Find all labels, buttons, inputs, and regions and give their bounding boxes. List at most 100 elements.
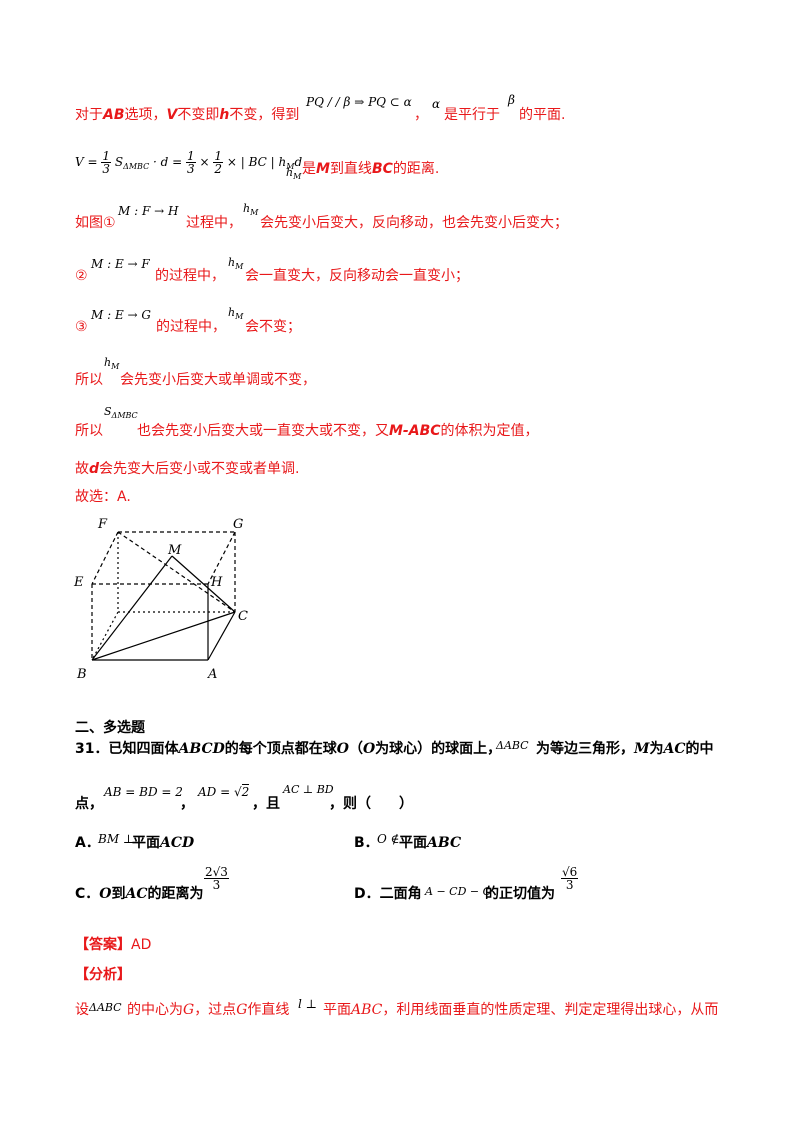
- text: M: [235, 312, 244, 321]
- edge-bc: [91, 611, 236, 661]
- text: 所以: [75, 372, 103, 388]
- text: h: [228, 256, 236, 269]
- text: 1: [213, 149, 224, 163]
- edge-gh: [207, 531, 236, 585]
- text: 的中心为: [127, 1002, 183, 1018]
- label-F: F: [97, 517, 108, 532]
- option-a-math: BM ⊥: [98, 832, 135, 846]
- text: 会先变小后变大，反向移动，也会先变小后变大；: [260, 215, 568, 231]
- option-a-text: 平面ACD: [132, 834, 194, 852]
- option-b-math: O ∉: [377, 832, 400, 846]
- text: 的过程中，: [156, 319, 226, 335]
- math-bc: BC: [371, 161, 393, 177]
- edge-mc: [171, 555, 236, 613]
- text: 不变，得到: [229, 107, 300, 123]
- option-d-math: A − CD − O: [425, 885, 492, 898]
- text: 2: [214, 162, 223, 176]
- text: 3: [565, 878, 574, 892]
- text: G: [236, 1002, 248, 1018]
- question-number: 31．: [75, 741, 109, 757]
- text: 为球心）的球面上，: [375, 741, 502, 757]
- text: 平面: [323, 1002, 351, 1018]
- condition-1: AB = BD = 2: [104, 785, 183, 799]
- text: · d =: [153, 155, 183, 169]
- text: 也会先变小后变大或一直变大或不变，又: [137, 423, 389, 439]
- edge-fe: [91, 531, 119, 585]
- text: V =: [75, 155, 98, 169]
- option-b-label: B．: [354, 835, 379, 851]
- text: AD =: [198, 785, 231, 799]
- text: 的正切值为: [485, 886, 555, 902]
- math-o: O: [336, 741, 349, 757]
- condition-3: AC ⊥ BD: [283, 783, 334, 796]
- geometry-figure: F G M E H C B A: [73, 517, 248, 682]
- edge-bm: [91, 555, 173, 661]
- math-s: SΔMBC: [104, 405, 138, 420]
- text: 的每个顶点都在球: [224, 741, 337, 757]
- text: 的平面.: [519, 107, 566, 123]
- text: ACD: [160, 835, 195, 851]
- math-m: M: [634, 741, 650, 757]
- solution-line-2: 是M到直线BC的距离.: [302, 160, 439, 178]
- text: 平面: [132, 835, 160, 851]
- text: 对于: [75, 107, 103, 123]
- formula: M : E → F: [91, 257, 150, 271]
- text: 到: [111, 886, 126, 902]
- math-mabc: M-ABC: [389, 423, 441, 439]
- text: 是: [302, 161, 316, 177]
- text: ，利用线面垂直的性质定理、判定定理得出球心，从而: [382, 1002, 719, 1018]
- text: ③: [75, 319, 88, 335]
- comma: ，: [414, 107, 428, 123]
- text: 为: [649, 741, 664, 757]
- text: D．: [354, 886, 380, 902]
- analysis-line: 的中心为G，过点G作直线: [127, 1001, 289, 1019]
- label-M: M: [167, 543, 182, 558]
- edge-ac: [207, 611, 236, 661]
- text: 平面: [399, 835, 427, 851]
- math-beta: β: [508, 93, 515, 107]
- text: ，且: [252, 796, 280, 812]
- answer-value: AD: [131, 937, 152, 953]
- math-o: O: [362, 741, 376, 757]
- text: 2√3: [204, 865, 229, 879]
- text: ②: [75, 268, 88, 284]
- text: 的体积为定值，: [440, 423, 539, 439]
- formula: M : F → H: [118, 204, 179, 218]
- question-line-1b: 为等边三角形，M为AC的中: [536, 740, 714, 758]
- edge-fc: [117, 531, 236, 613]
- text: G: [183, 1002, 195, 1018]
- text: √6: [561, 865, 579, 879]
- text: 已知四面体: [108, 741, 179, 757]
- text: 3: [102, 162, 111, 176]
- option-c: C．O到AC的距离为: [75, 885, 204, 903]
- math-ab: AB: [103, 107, 125, 123]
- formula-pq: PQ / / β ⇒ PQ ⊂ α: [306, 95, 412, 109]
- math-v: V: [166, 107, 178, 123]
- text: 的距离为: [147, 886, 204, 902]
- math-triangle: ΔABC: [496, 739, 529, 752]
- analysis-label: 【分析】: [75, 967, 131, 983]
- text: 过程中，: [186, 215, 242, 231]
- text: 会一直变大，反向移动会一直变小；: [245, 268, 469, 284]
- math-abcd: ABCD: [178, 741, 225, 757]
- math-m: M: [316, 161, 330, 177]
- text: 二面角: [379, 886, 422, 902]
- answer-label: 【答案】: [75, 937, 131, 953]
- text: 如图①: [75, 215, 116, 231]
- text: × | BC | h: [226, 155, 287, 169]
- text: 1: [101, 149, 112, 163]
- label-B: B: [76, 667, 87, 682]
- text: 是平行于: [444, 107, 500, 123]
- math-hm: hM: [228, 306, 243, 321]
- text: 会先变小后变大或单调或不变，: [120, 372, 316, 388]
- text: 会先变大后变小或不变或者单调.: [99, 461, 300, 477]
- text: 的中: [685, 741, 714, 757]
- text: ABC: [351, 1002, 383, 1018]
- text: ，过点: [194, 1002, 237, 1018]
- label-H: H: [210, 575, 223, 590]
- text: 会不变；: [245, 319, 301, 335]
- math-hm: hM: [104, 356, 119, 371]
